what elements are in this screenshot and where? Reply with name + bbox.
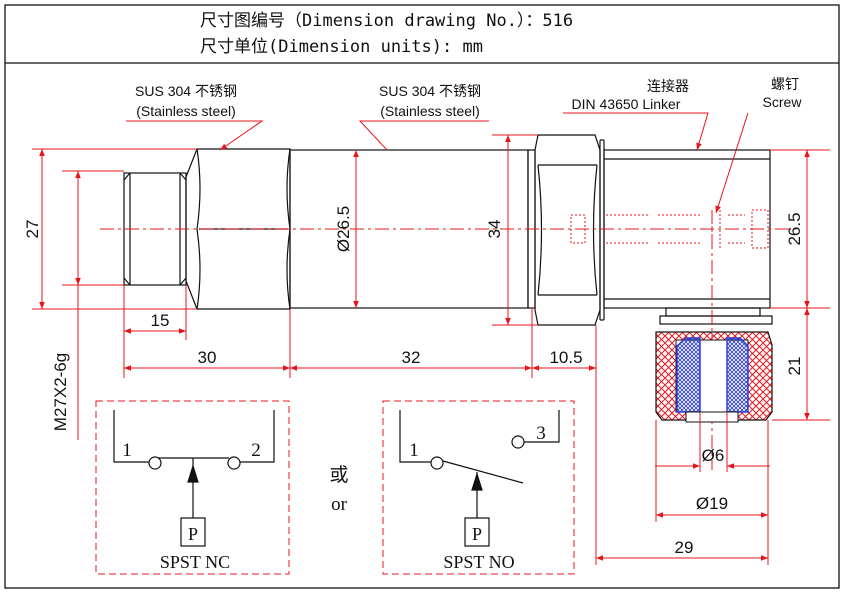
dim-26-5-right: 26.5 <box>785 212 804 245</box>
material-label-body-cn: SUS 304 不锈钢 <box>379 83 481 99</box>
cable-gland-section <box>655 331 773 423</box>
seal-right <box>726 337 749 413</box>
or-en: or <box>331 494 348 515</box>
nc-pressure-p: P <box>188 524 198 544</box>
nc-pin-1: 1 <box>122 440 132 461</box>
dim-21: 21 <box>785 357 804 376</box>
material-label-nut-en: (Stainless steel) <box>136 103 236 119</box>
connector-label-cn: 连接器 <box>647 78 689 94</box>
dim-34: 34 <box>485 220 504 239</box>
seal-left <box>676 337 701 413</box>
no-pin-1: 1 <box>409 440 419 461</box>
dim-32: 32 <box>402 348 421 367</box>
no-pressure-p: P <box>472 524 482 544</box>
dim-27: 27 <box>23 220 42 239</box>
drawing-number: 尺寸图编号（Dimension drawing No.）：516 <box>200 11 573 31</box>
dimension-units: 尺寸单位(Dimension units): mm <box>200 37 483 57</box>
dim-10-5: 10.5 <box>549 348 582 367</box>
dim-thread: M27X2-6g <box>51 353 70 431</box>
dimension-lines <box>32 112 830 565</box>
connector-hex <box>534 134 601 326</box>
sensor-outline <box>123 134 773 326</box>
outer-frame <box>4 4 840 589</box>
dim-29: 29 <box>675 538 694 557</box>
dim-30: 30 <box>198 348 217 367</box>
switch-no: 1 3 P SPST NO <box>382 400 575 575</box>
screw-label-cn: 螺钉 <box>771 76 799 92</box>
no-caption: SPST NO <box>443 552 514 572</box>
or-cn: 或 <box>329 464 348 486</box>
material-label-nut-cn: SUS 304 不锈钢 <box>135 83 237 99</box>
nc-pin-2: 2 <box>251 440 261 461</box>
no-pin-3: 3 <box>536 423 546 444</box>
connector-label-en: DIN 43650 Linker <box>572 96 681 112</box>
dim-diameter-6: Ø6 <box>702 446 725 465</box>
dim-diameter-19: Ø19 <box>696 494 728 513</box>
material-label-body-en: (Stainless steel) <box>380 103 480 119</box>
nc-caption: SPST NC <box>160 552 230 572</box>
dim-body-diameter: Ø26.5 <box>334 206 353 252</box>
dim-15: 15 <box>151 311 170 330</box>
screw-label-en: Screw <box>763 94 803 110</box>
switch-nc: 1 2 P SPST NC <box>95 400 290 575</box>
